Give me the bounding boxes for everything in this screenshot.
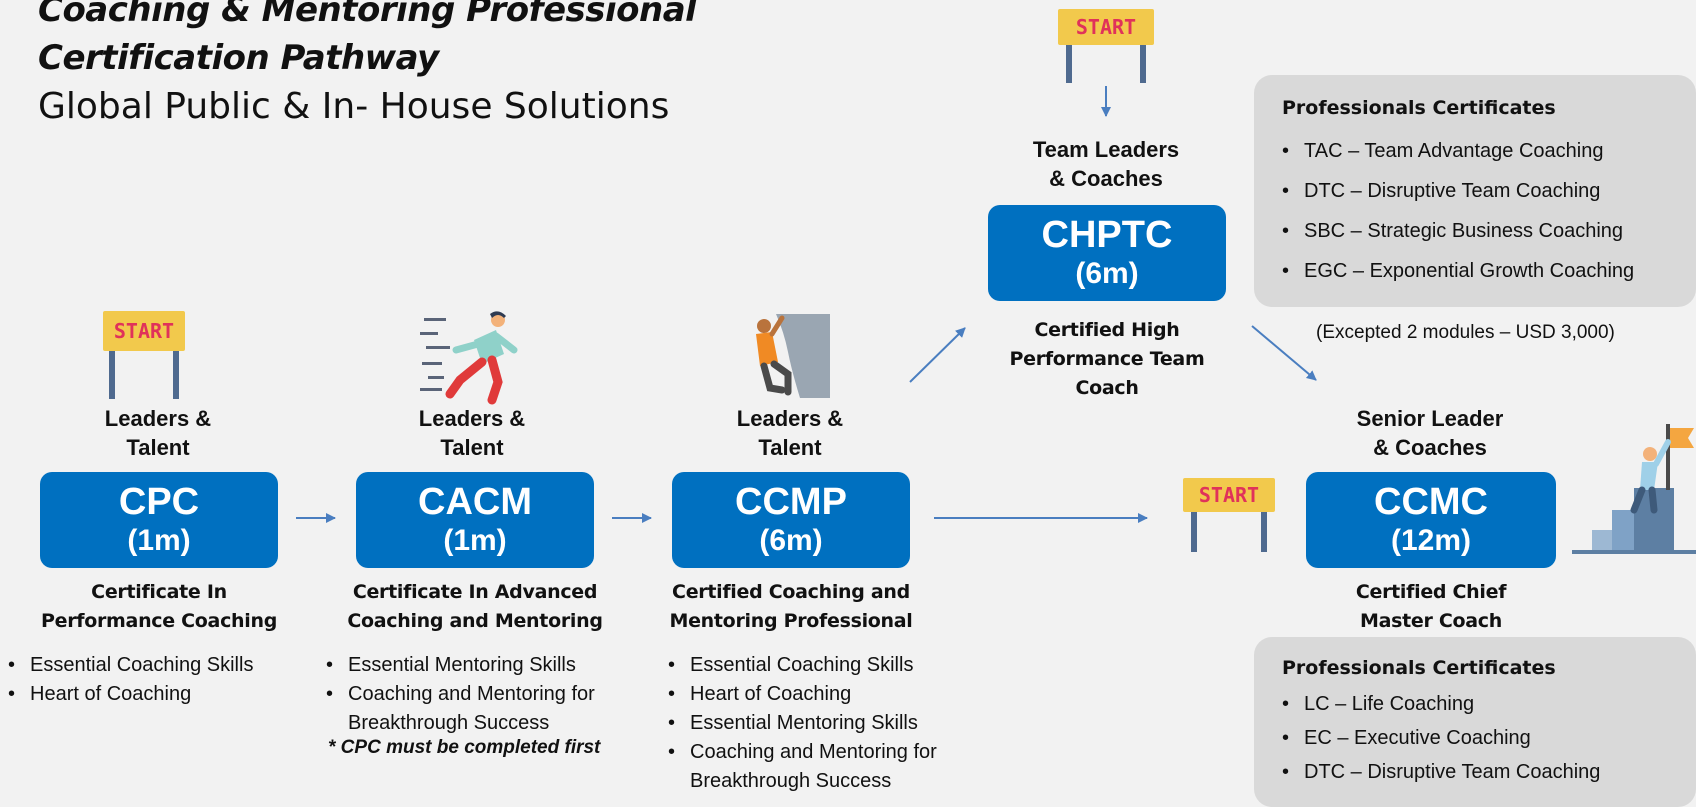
- chptc-name-line-3: Coach: [1075, 377, 1139, 399]
- start-sign-label: START: [103, 311, 185, 351]
- list-item: Coaching and Mentoring for: [318, 680, 595, 709]
- ccmc-course-box[interactable]: CCMC (12m): [1306, 472, 1556, 568]
- start-sign-icon: START: [103, 311, 185, 399]
- list-item: Essential Coaching Skills: [0, 651, 253, 680]
- chptc-code: CHPTC: [1041, 214, 1173, 256]
- cpc-audience-line-1: Leaders &: [104, 406, 212, 431]
- list-item: Essential Mentoring Skills: [660, 709, 937, 738]
- list-item: EGC – Exponential Growth Coaching: [1276, 251, 1634, 291]
- professional-certificates-panel-bottom: Professionals Certificates LC – Life Coa…: [1254, 637, 1696, 807]
- list-item: Heart of Coaching: [0, 680, 253, 709]
- cacm-prerequisite-note: * CPC must be completed first: [328, 737, 601, 758]
- ccmp-audience: Leaders & Talent: [690, 404, 890, 462]
- chptc-audience-line-1: Team Leaders: [1032, 137, 1180, 162]
- panel-heading: Professionals Certificates: [1282, 657, 1556, 679]
- page-title-line-2: Certification Pathway: [38, 38, 439, 78]
- ccmp-course-box[interactable]: CCMP (6m): [672, 472, 910, 568]
- ccmp-name-line-1: Certified Coaching and: [672, 581, 910, 603]
- cpc-name-line-1: Certificate In: [91, 581, 227, 603]
- ccmp-name: Certified Coaching and Mentoring Profess…: [656, 578, 926, 636]
- chptc-name-line-1: Certified High: [1034, 319, 1180, 341]
- ccmc-name-line-1: Certified Chief: [1355, 581, 1507, 603]
- start-sign-icon: START: [1183, 478, 1275, 552]
- runner-icon: [420, 311, 518, 405]
- chptc-name-line-2: Performance Team: [1009, 348, 1205, 370]
- cpc-course-box[interactable]: CPC (1m): [40, 472, 278, 568]
- ccmp-topic-list: Essential Coaching Skills Heart of Coach…: [660, 651, 937, 796]
- list-item: Heart of Coaching: [660, 680, 937, 709]
- start-sign-icon: START: [1058, 7, 1154, 83]
- chptc-audience-line-2: & Coaches: [1049, 166, 1163, 191]
- arrow-chptc-to-ccmc: [1251, 325, 1317, 381]
- cpc-audience: Leaders & Talent: [58, 404, 258, 462]
- professional-certificates-panel-top: Professionals Certificates TAC – Team Ad…: [1254, 75, 1696, 307]
- cacm-audience: Leaders & Talent: [372, 404, 572, 462]
- chptc-course-box[interactable]: CHPTC (6m): [988, 205, 1226, 301]
- panel-heading: Professionals Certificates: [1282, 97, 1556, 119]
- cacm-audience-line-2: Talent: [440, 435, 504, 460]
- page-title-line-1: Coaching & Mentoring Professional: [38, 0, 697, 30]
- cacm-name: Certificate In Advanced Coaching and Men…: [340, 578, 610, 636]
- cpc-topic-list: Essential Coaching Skills Heart of Coach…: [0, 651, 253, 709]
- cacm-audience-line-1: Leaders &: [418, 406, 526, 431]
- chptc-audience: Team Leaders & Coaches: [1006, 135, 1206, 193]
- ccmp-duration: (6m): [759, 524, 823, 557]
- cacm-course-box[interactable]: CACM (1m): [356, 472, 594, 568]
- ccmc-name-line-2: Master Coach: [1360, 610, 1502, 632]
- ccmc-audience-line-1: Senior Leader: [1356, 406, 1504, 431]
- list-item: Breakthrough Success: [690, 770, 892, 792]
- cpc-name-line-2: Performance Coaching: [40, 610, 278, 632]
- ccmp-audience-line-2: Talent: [758, 435, 822, 460]
- ccmc-code: CCMC: [1374, 481, 1488, 523]
- list-item: SBC – Strategic Business Coaching: [1276, 211, 1634, 251]
- list-item: Essential Mentoring Skills: [318, 651, 595, 680]
- chptc-duration: (6m): [1075, 257, 1139, 290]
- list-item: LC – Life Coaching: [1276, 687, 1600, 721]
- list-item: EC – Executive Coaching: [1276, 721, 1600, 755]
- cpc-duration: (1m): [127, 524, 191, 557]
- list-item: Coaching and Mentoring for: [660, 738, 937, 767]
- climber-icon: [756, 314, 830, 398]
- list-item: DTC – Disruptive Team Coaching: [1276, 171, 1634, 211]
- cacm-code: CACM: [418, 481, 532, 523]
- list-item: DTC – Disruptive Team Coaching: [1276, 755, 1600, 789]
- certificate-list: TAC – Team Advantage Coaching DTC – Disr…: [1276, 131, 1634, 291]
- list-item: TAC – Team Advantage Coaching: [1276, 131, 1634, 171]
- cacm-name-line-2: Coaching and Mentoring: [347, 610, 603, 632]
- ccmc-name: Certified Chief Master Coach: [1310, 578, 1552, 636]
- ccmp-name-line-2: Mentoring Professional: [669, 610, 913, 632]
- ccmp-code: CCMP: [735, 481, 847, 523]
- cacm-name-line-1: Certificate In Advanced: [352, 581, 598, 603]
- ccmc-audience: Senior Leader & Coaches: [1330, 404, 1530, 462]
- summit-flag-icon: [1572, 424, 1696, 554]
- cacm-duration: (1m): [443, 524, 507, 557]
- cacm-topic-list: Essential Mentoring Skills Coaching and …: [318, 651, 595, 738]
- start-sign-label: START: [1058, 9, 1154, 45]
- page-subtitle: Global Public & In- House Solutions: [38, 86, 670, 127]
- certificate-list: LC – Life Coaching EC – Executive Coachi…: [1276, 687, 1600, 789]
- cpc-code: CPC: [118, 481, 200, 523]
- start-sign-label: START: [1183, 478, 1275, 512]
- ccmp-audience-line-1: Leaders &: [736, 406, 844, 431]
- cpc-name: Certificate In Performance Coaching: [30, 578, 288, 636]
- ccmc-audience-line-2: & Coaches: [1373, 435, 1487, 460]
- chptc-name: Certified High Performance Team Coach: [986, 316, 1228, 403]
- cpc-audience-line-2: Talent: [126, 435, 190, 460]
- arrow-ccmp-to-chptc: [909, 327, 966, 383]
- list-item: Breakthrough Success: [348, 712, 550, 734]
- excepted-modules-note: (Excepted 2 modules – USD 3,000): [1316, 322, 1615, 343]
- ccmc-duration: (12m): [1390, 524, 1472, 557]
- list-item: Essential Coaching Skills: [660, 651, 937, 680]
